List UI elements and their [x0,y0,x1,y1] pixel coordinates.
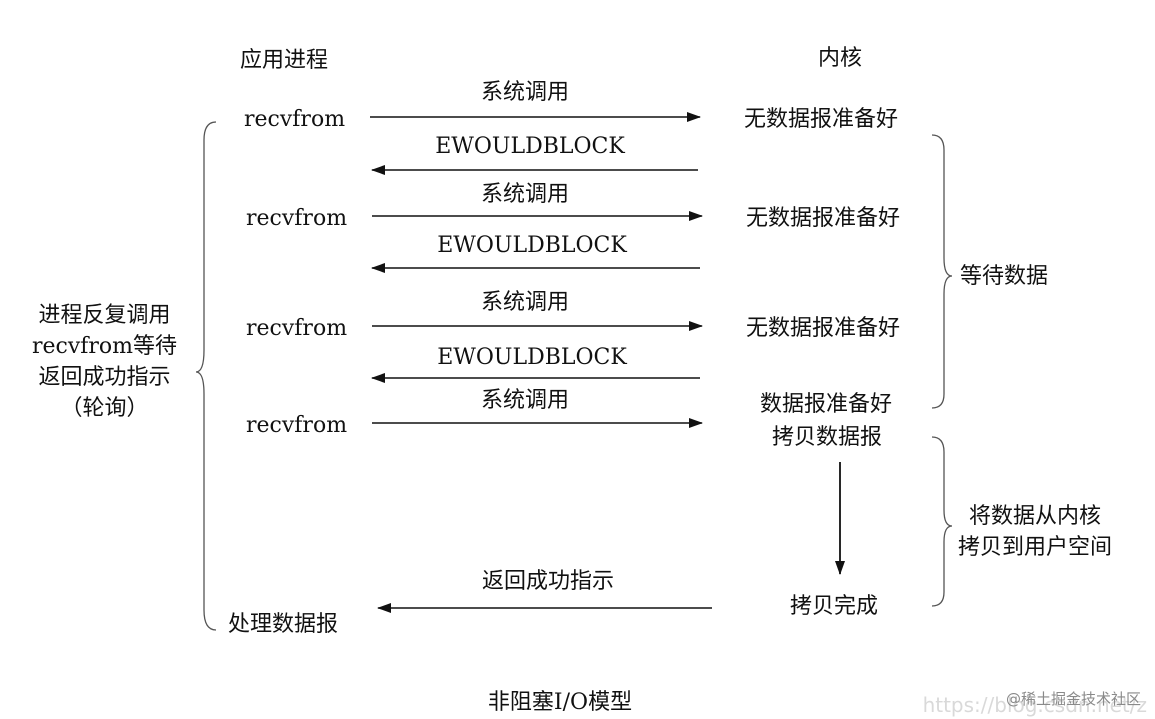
polling-note: 进程反复调用 recvfrom等待 返回成功指示 （轮询） [22,300,187,424]
syscall-label-4: 系统调用 [480,388,570,413]
copy-note: 将数据从内核 拷贝到用户空间 [958,501,1112,563]
kernel-state-4: 数据报准备好 [760,392,893,417]
wait-brace [931,134,953,409]
left-brace [195,121,217,631]
polling-note-line-3: 返回成功指示 [38,365,171,390]
recvfrom-label-2: recvfrom [246,206,348,231]
copy-start-label: 拷贝数据报 [772,425,883,450]
recvfrom-label-3: recvfrom [246,316,348,341]
polling-note-line-1: 进程反复调用 [38,303,171,328]
copy-done-label: 拷贝完成 [790,594,879,619]
recvfrom-label-4: recvfrom [246,413,348,438]
kernel-header: 内核 [818,46,863,71]
ewouldblock-label-2: EWOULDBLOCK [437,233,627,258]
return-label: 返回成功指示 [481,569,615,594]
wait-note: 等待数据 [960,264,1049,289]
app-process-header: 应用进程 [240,48,329,73]
ewouldblock-label-1: EWOULDBLOCK [435,134,625,159]
syscall-label-3: 系统调用 [480,290,570,315]
watermark-site: @稀土掘金技术社区 [1005,690,1141,708]
copy-note-line-2: 拷贝到用户空间 [958,535,1113,560]
watermark-url: https://blog.csdn.net/z [922,693,1147,717]
polling-note-line-4: （轮询） [60,396,149,421]
copy-note-line-1: 将数据从内核 [969,504,1102,529]
kernel-state-3: 无数据报准备好 [746,316,901,341]
diagram-caption: 非阻塞I/O模型 [487,690,633,715]
syscall-label-1: 系统调用 [480,80,570,105]
copy-brace [931,436,953,607]
ewouldblock-label-3: EWOULDBLOCK [437,345,627,370]
kernel-state-1: 无数据报准备好 [744,107,899,132]
kernel-state-2: 无数据报准备好 [746,206,901,231]
process-data-label: 处理数据报 [228,612,339,637]
syscall-label-2: 系统调用 [480,182,570,207]
recvfrom-label-1: recvfrom [244,107,346,132]
polling-note-line-2: recvfrom等待 [31,334,178,359]
